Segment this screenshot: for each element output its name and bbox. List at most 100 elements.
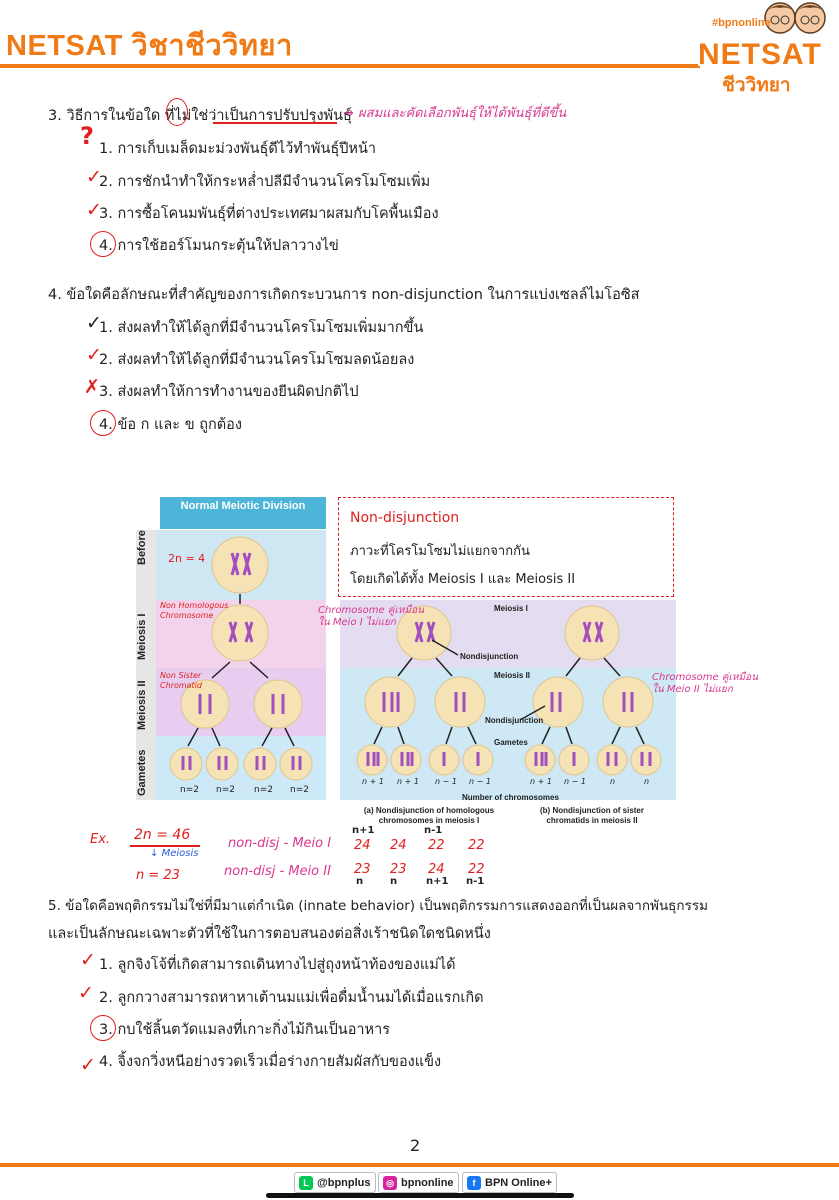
- example-label: Ex.: [90, 832, 111, 847]
- q4-option-1: 1. ส่งผลทำให้ได้ลูกที่มีจำนวนโครโมโซมเพิ…: [99, 320, 424, 336]
- q4-question: 4. ข้อใดคือลักษณะที่สำคัญของการเกิดกระบว…: [48, 287, 640, 303]
- circle-mark: [166, 98, 188, 126]
- nd-title: Non-disjunction: [350, 510, 460, 526]
- logo-hashtag: #bpnonline: [712, 17, 771, 29]
- row-label-meiosis1: Meiosis I: [136, 613, 148, 660]
- nd-line1: ภาวะที่โครโมโซมไม่แยกจากกัน: [350, 544, 530, 559]
- q4-option-2: 2. ส่งผลทำให้ได้ลูกที่มีจำนวนโครโมโซมลดน…: [99, 352, 415, 368]
- example-2n: 2n = 46: [134, 827, 191, 843]
- example-value: 22: [428, 838, 445, 853]
- underline-mark: [213, 122, 337, 124]
- chromosome-count: n − 1: [564, 777, 586, 786]
- q5-question-line2: และเป็นลักษณะเฉพาะตัวที่ใช้ในการตอบสนองต…: [48, 926, 491, 942]
- example-tag: n-1: [424, 825, 443, 836]
- nd-line2: โดยเกิดได้ทั้ง Meiosis I และ Meiosis II: [350, 572, 576, 587]
- example-meiosis: Meiosis: [161, 848, 199, 859]
- mascot-icon: [764, 2, 826, 34]
- example-tag: n: [356, 876, 364, 887]
- answer-circle: [90, 1015, 116, 1041]
- instagram-handle[interactable]: ◎ bpnonline: [378, 1172, 459, 1193]
- chromosome-count: n: [644, 777, 650, 786]
- meiosis1-label: Meiosis I: [494, 604, 528, 613]
- q5-option-4: 4. จิ้งจกวิ่งหนีอย่างรวดเร็วเมื่อร่างกาย…: [99, 1054, 442, 1070]
- page-header-title: NETSAT วิชาชีววิทยา: [6, 30, 293, 62]
- chromosome-count: n + 1: [530, 777, 552, 786]
- logo-netsat: NETSAT: [698, 38, 822, 71]
- check-mark: ✓: [80, 1054, 96, 1076]
- check-mark: ✓: [86, 312, 102, 334]
- hand-left-annotation: Chromosome คู่เหมือน ใน Meio I ไม่แยก: [318, 605, 424, 628]
- header-rule: [0, 64, 700, 68]
- check-mark: ✓: [80, 949, 96, 971]
- chromosome-count: n + 1: [362, 777, 384, 786]
- row-label-gametes: Gametes: [136, 749, 148, 796]
- line-handle-text: @bpnplus: [317, 1176, 371, 1189]
- home-indicator: [266, 1193, 574, 1198]
- example-n: n = 23: [136, 868, 180, 883]
- hand-sister: Non Sister Chromatid: [160, 671, 202, 690]
- facebook-handle[interactable]: f BPN Online+: [462, 1172, 557, 1193]
- gamete-count: n=2: [290, 785, 309, 795]
- number-of-chromosomes-label: Number of chromosomes: [462, 793, 559, 802]
- meiosis2-label: Meiosis II: [494, 671, 531, 680]
- chromosome-count: n − 1: [435, 777, 457, 786]
- example-row1-label: non-disj - Meio I: [228, 836, 332, 851]
- caption-a: (a) Nondisjunction of homologous chromos…: [363, 806, 495, 825]
- q3-option-2: 2. การชักนำทำให้กระหล่ำปลีมีจำนวนโครโมโซ…: [99, 174, 431, 190]
- gametes-label: Gametes: [494, 738, 528, 747]
- example-row2-label: non-disj - Meio II: [224, 864, 331, 879]
- example-value: 22: [468, 862, 485, 877]
- question-mark-annotation: ?: [80, 122, 94, 150]
- example-tag: n-1: [466, 876, 485, 887]
- q5-option-3: 3. กบใช้ลิ้นตวัดแมลงที่เกาะกิ่งไม้กินเป็…: [99, 1022, 391, 1038]
- page-number: 2: [410, 1136, 421, 1155]
- row-label-meiosis2: Meiosis II: [136, 680, 148, 730]
- example-value: 24: [390, 838, 407, 853]
- hand-2n: 2n = 4: [168, 552, 206, 565]
- q5-option-1: 1. ลูกจิงโจ้ที่เกิดสามารถเดินทางไปสู่ถุง…: [99, 957, 456, 973]
- nondisjunction-definition-box: [338, 497, 674, 597]
- example-tag: n+1: [352, 825, 375, 836]
- check-mark: ✓: [86, 166, 102, 188]
- example-tag: n: [390, 876, 398, 887]
- instagram-icon: ◎: [383, 1175, 397, 1190]
- q5-option-2: 2. ลูกกวางสามารถหาหาเต้านมแม่เพื่อดื่มน้…: [99, 990, 484, 1006]
- chromosome-count: n − 1: [469, 777, 491, 786]
- example-value: 24: [428, 862, 445, 877]
- normal-division-header: Normal Meiotic Division: [180, 500, 306, 512]
- answer-circle: [90, 231, 116, 257]
- nondisjunction-label: Nondisjunction: [485, 716, 544, 725]
- footer-rule: [0, 1163, 839, 1167]
- example-value: 22: [468, 838, 485, 853]
- logo-subject: ชีววิทยา: [722, 75, 791, 96]
- q4-option-3: 3. ส่งผลทำให้การทำงานของยีนผิดปกติไป: [99, 384, 359, 400]
- cross-mark: ✗: [84, 376, 100, 398]
- q4-option-4: 4. ข้อ ก และ ข ถูกต้อง: [99, 417, 242, 433]
- example-value: 23: [390, 862, 407, 877]
- example-rule: [130, 845, 200, 847]
- check-mark: ✓: [86, 344, 102, 366]
- q3-option-3: 3. การซื้อโคนมพันธุ์ที่ต่างประเทศมาผสมกั…: [99, 206, 439, 222]
- hand-nonhomologous: Non Homologous Chromosome: [160, 601, 229, 620]
- row-label-before: Before: [136, 530, 148, 565]
- example-arrow-label: ↓ Meiosis: [150, 848, 199, 859]
- line-icon: L: [299, 1175, 313, 1190]
- example-value: 23: [354, 862, 371, 877]
- check-mark: ✓: [78, 982, 94, 1004]
- check-mark: ✓: [86, 199, 102, 221]
- example-tag: n+1: [426, 876, 449, 887]
- gamete-count: n=2: [254, 785, 273, 795]
- answer-circle: [90, 410, 116, 436]
- q3-question: 3. วิธีการในข้อใด ที่ไม่ใช่ว่าเป็นการปรั…: [48, 108, 352, 124]
- chromosome-count: n + 1: [397, 777, 419, 786]
- caption-b: (b) Nondisjunction of sister chromatids …: [540, 806, 644, 825]
- q3-option-1: 1. การเก็บเมล็ดมะม่วงพันธุ์ดีไว้ทำพันธุ์…: [99, 141, 377, 157]
- gamete-count: n=2: [216, 785, 235, 795]
- q5-question: 5. ข้อใดคือพฤติกรรมไม่ใช่ที่มีมาแต่กำเนิ…: [48, 898, 708, 914]
- line-handle[interactable]: L @bpnplus: [294, 1172, 376, 1193]
- q3-handwritten-note: → ผสมและคัดเลือกพันธุ์ให้ได้พันธุ์ที่ดีข…: [343, 106, 567, 121]
- facebook-icon: f: [467, 1175, 481, 1190]
- meiosis-figure: [136, 497, 676, 800]
- brand-logo: [700, 0, 839, 100]
- facebook-handle-text: BPN Online+: [485, 1176, 552, 1189]
